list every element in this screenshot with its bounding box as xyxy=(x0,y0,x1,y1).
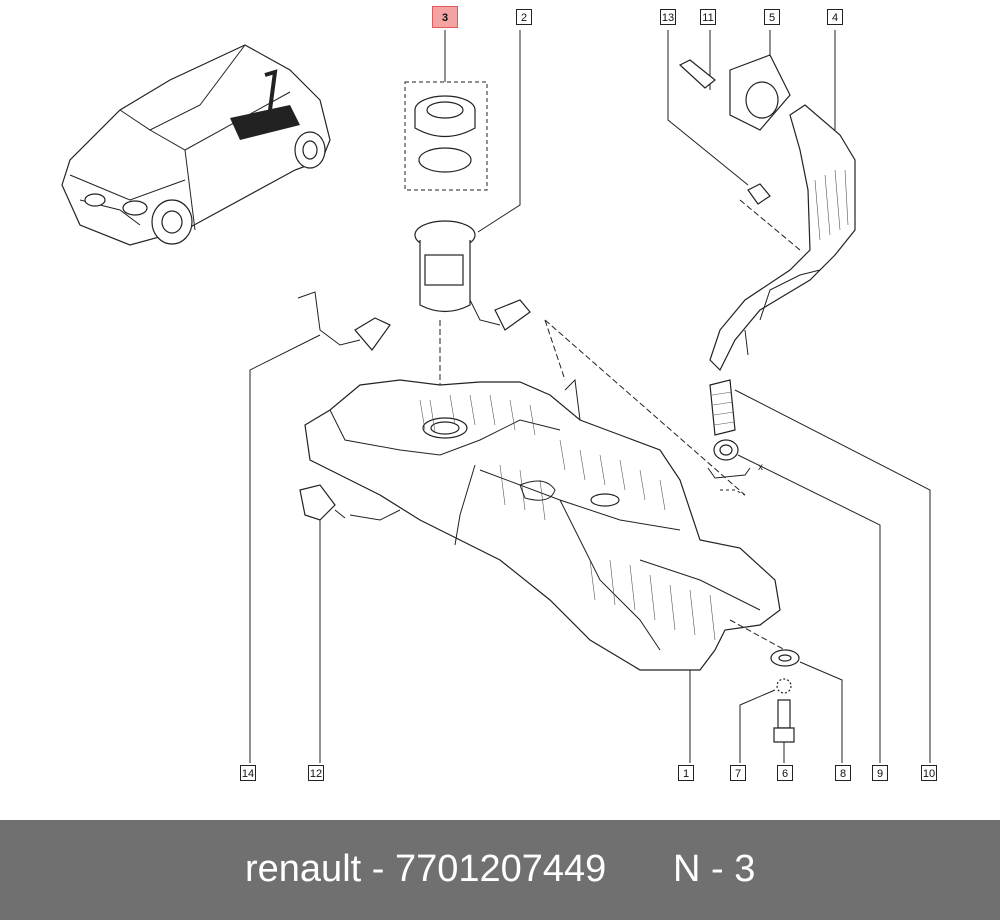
callout-6: 6 xyxy=(777,765,793,781)
callout-5: 5 xyxy=(764,9,780,25)
part-12-filter xyxy=(299,484,401,763)
part-2-fuel-pump xyxy=(414,30,531,400)
callout-13: 13 xyxy=(660,9,676,25)
callout-9: 9 xyxy=(872,765,888,781)
footer-reference: N - 3 xyxy=(673,848,756,890)
callout-11: 11 xyxy=(700,9,716,25)
fuel-tank-exploded-diagram: x xyxy=(61,30,931,763)
footer-brand-part-number: renault - 7701207449 xyxy=(245,848,607,890)
callout-12: 12 xyxy=(308,765,324,781)
callout-10: 10 xyxy=(921,765,937,781)
part-9-clamp xyxy=(707,439,881,763)
part-10-hose xyxy=(709,379,931,763)
part-1-fuel-tank xyxy=(304,378,781,763)
callout-2: 2 xyxy=(516,9,532,25)
callout-1: 1 xyxy=(678,765,694,781)
car-illustration xyxy=(61,44,331,246)
part-14-sender xyxy=(249,291,391,763)
callout-14: 14 xyxy=(240,765,256,781)
callout-3: 3 xyxy=(432,6,458,28)
callout-8: 8 xyxy=(835,765,851,781)
dimension-label-x: x xyxy=(758,462,763,473)
parts-8-7-6-fasteners xyxy=(729,619,843,763)
parts-11-5-13-cap-and-fasteners xyxy=(667,30,791,205)
callout-7: 7 xyxy=(730,765,746,781)
callout-4: 4 xyxy=(827,9,843,25)
part-3-ring-and-seal xyxy=(404,30,488,191)
footer-bar: renault - 7701207449 N - 3 xyxy=(0,820,1000,920)
part-4-filler-neck xyxy=(709,30,856,372)
